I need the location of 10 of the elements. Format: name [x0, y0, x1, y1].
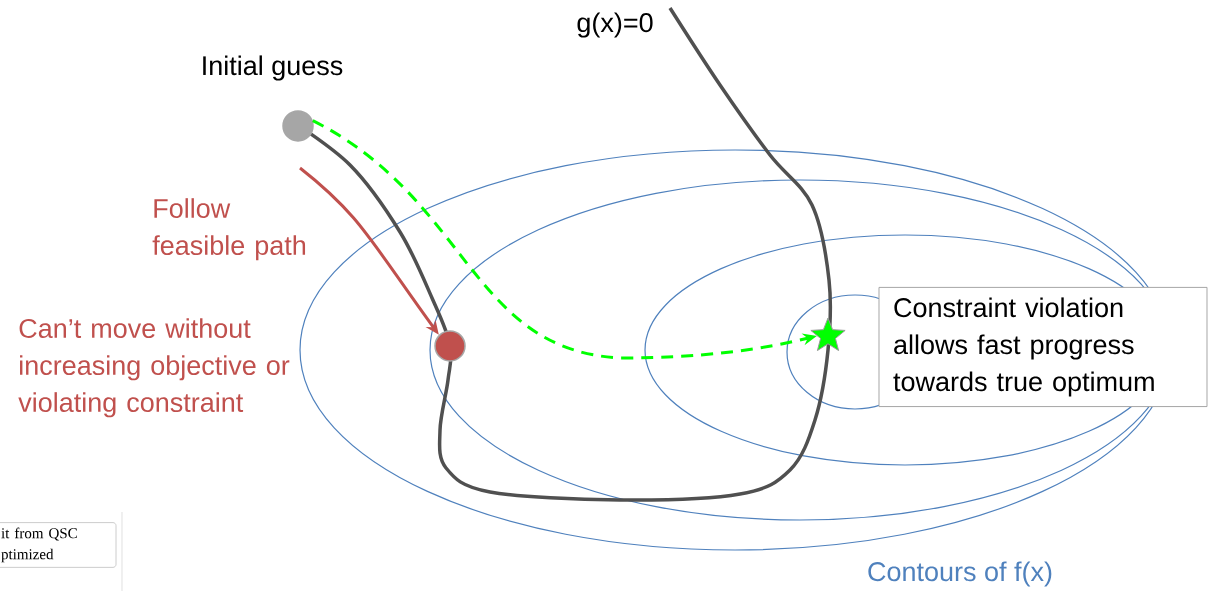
node-caption: Initial guess: [203, 55, 343, 81]
label: Can’t move without increasing objective or violating constraint: [18, 318, 290, 418]
point-marker: [434, 330, 466, 362]
note-box: it from QSC ptimized: [0, 522, 117, 568]
optimum-star: [810, 317, 846, 352]
edge-label: Follow feasible path: [152, 198, 306, 261]
callout-box: Constraint violation allows fast progress towards true optimum: [878, 286, 1208, 408]
label: g(x)=0: [574, 10, 656, 40]
point-marker: [282, 110, 314, 142]
label: Contours of f(x): [865, 559, 1056, 589]
